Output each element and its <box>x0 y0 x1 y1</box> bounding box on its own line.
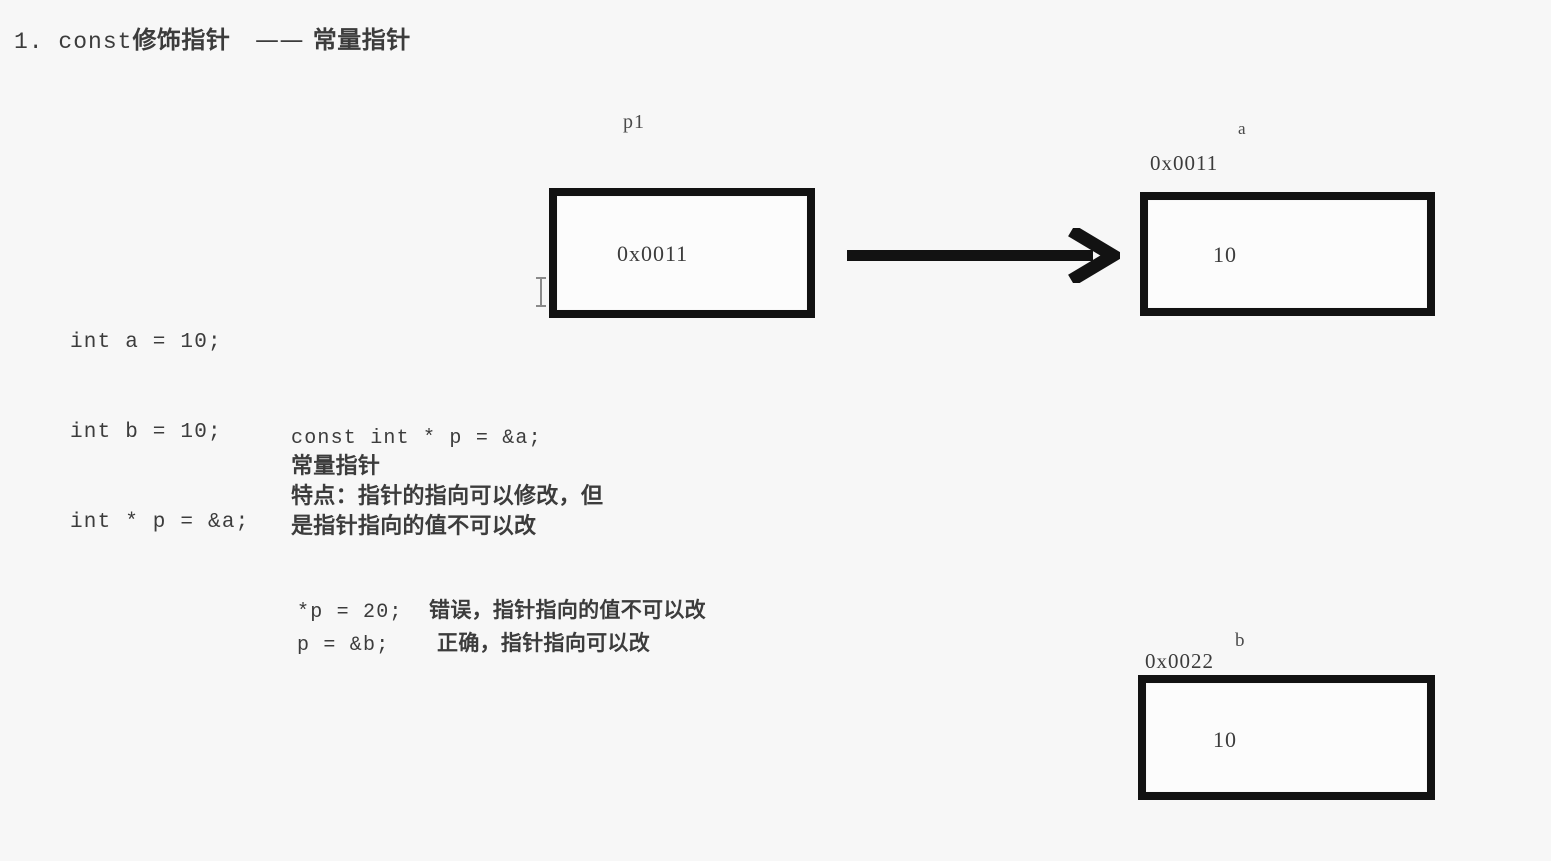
title-subject: 修饰指针 <box>132 26 231 54</box>
text-cursor-icon <box>536 277 546 307</box>
feature-line-2: 是指针指向的值不可以改 <box>291 514 537 539</box>
examples-block: *p = 20; 错误，指针指向的值不可以改 p = &b; 正确，指针指向可以… <box>297 595 737 661</box>
variable-address-a: 0x0011 <box>1150 151 1219 175</box>
title-spacer-2 <box>230 26 255 54</box>
example-row: p = &b; 正确，指针指向可以改 <box>297 628 737 661</box>
page-title: 1. const修饰指针 —— 常量指针 <box>14 20 411 55</box>
code-line-3: int * p = &a; <box>70 511 250 534</box>
variable-value-b: 10 <box>1213 727 1237 752</box>
explanation-block: const int * p = &a; 常量指针 特点：指针的指向可以修改，但 … <box>291 425 651 542</box>
example-note: 正确，指针指向可以改 <box>437 631 651 655</box>
example-code: p = &b; <box>297 634 390 657</box>
example-gap <box>389 634 437 657</box>
variable-value-a: 10 <box>1213 242 1237 267</box>
pointer-arrow-icon <box>847 228 1120 283</box>
example-note: 错误，指针指向的值不可以改 <box>429 598 706 622</box>
example-gap <box>403 601 429 624</box>
variable-memory-box-a <box>1140 192 1435 316</box>
feature-line-1: 特点：指针的指向可以修改，但 <box>291 484 604 509</box>
code-line-1: int a = 10; <box>70 331 222 354</box>
code-line-2: int b = 10; <box>70 421 222 444</box>
variable-memory-box-b <box>1138 675 1435 800</box>
variable-box-label-b: b <box>1235 630 1246 651</box>
example-row: *p = 20; 错误，指针指向的值不可以改 <box>297 595 737 628</box>
code-block: int a = 10; int b = 10; int * p = &a; <box>70 268 249 568</box>
example-code: *p = 20; <box>297 601 403 624</box>
title-spacer-1 <box>44 29 59 55</box>
const-declaration: const int * p = &a; <box>291 427 542 450</box>
title-concept: 常量指针 <box>312 26 411 54</box>
pointer-box-label-p1: p1 <box>623 111 645 133</box>
title-dash: —— <box>254 26 304 54</box>
pointer-memory-box-p1 <box>549 188 815 318</box>
variable-box-label-a: a <box>1238 119 1247 138</box>
title-spacer-3 <box>304 26 313 54</box>
pointer-box-value: 0x0011 <box>617 241 689 266</box>
title-keyword: const <box>58 29 133 55</box>
title-number: 1. <box>14 29 44 55</box>
concept-term: 常量指针 <box>291 454 381 479</box>
variable-address-b: 0x0022 <box>1145 649 1214 673</box>
